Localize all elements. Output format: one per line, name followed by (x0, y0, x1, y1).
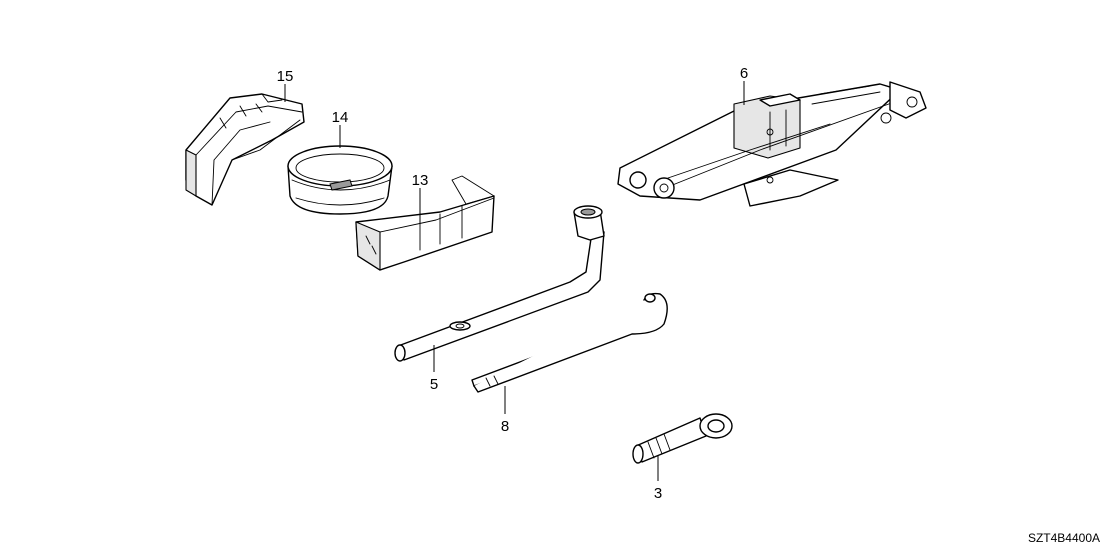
callout-15: 15 (277, 68, 294, 85)
part-15-tool-tray (185, 93, 305, 206)
part-5-wheel-wrench (394, 205, 605, 362)
callout-5: 5 (430, 376, 438, 393)
part-13-tray-holder (355, 175, 495, 271)
part-14-spacer (287, 145, 393, 215)
part-8-jack-handle (471, 292, 668, 393)
part-3-towing-hook (632, 413, 733, 464)
callout-6: 6 (740, 65, 748, 82)
diagram-code: SZT4B4400A (1028, 531, 1100, 545)
callout-13: 13 (412, 172, 429, 189)
callout-3: 3 (654, 485, 662, 502)
callout-14: 14 (332, 109, 349, 126)
part-6-scissor-jack (617, 81, 927, 207)
callout-8: 8 (501, 418, 509, 435)
